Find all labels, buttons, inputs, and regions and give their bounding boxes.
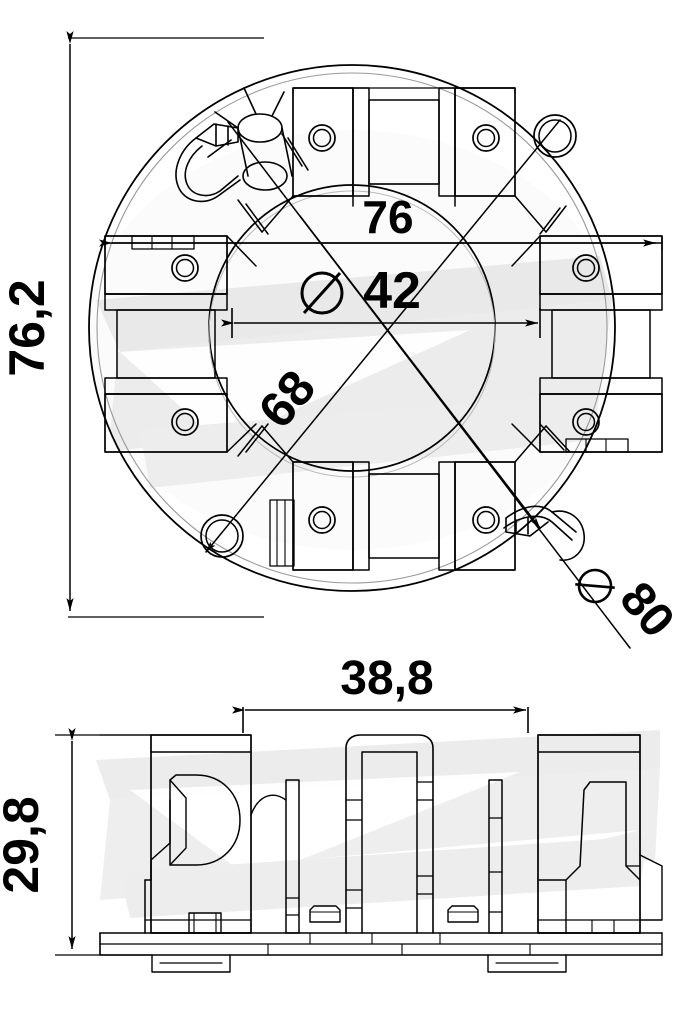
dimension-38-8-label: 38,8 bbox=[340, 652, 433, 705]
dimension-38-8 bbox=[232, 706, 529, 733]
dim-line-80 bbox=[227, 121, 631, 649]
plan-view bbox=[88, 64, 663, 649]
diagonal-dimension-lines bbox=[205, 119, 631, 649]
elevation-pad-2 bbox=[447, 905, 479, 923]
mounting-hole-bottom-left bbox=[200, 514, 244, 558]
elevation-pad-1 bbox=[309, 905, 341, 923]
dim-line-68 bbox=[205, 119, 561, 553]
dimension-42-label: 42 bbox=[363, 262, 421, 320]
brush-holder-bottom bbox=[261, 425, 547, 571]
dimension-29-8-label: 29,8 bbox=[0, 796, 49, 893]
central-bore-circle-faint bbox=[208, 190, 496, 478]
diameter-symbol-80 bbox=[575, 568, 615, 604]
elevation-block-right bbox=[537, 734, 663, 934]
dimension-76 bbox=[99, 236, 663, 250]
elevation-u-bracket bbox=[345, 734, 434, 934]
brush-holder-top bbox=[261, 87, 547, 233]
outer-body-circle bbox=[88, 64, 616, 592]
reference-circle-inner bbox=[96, 72, 608, 584]
watermark-elevation bbox=[96, 730, 660, 918]
tab-detail-top-left bbox=[175, 123, 241, 203]
base-plate bbox=[99, 932, 663, 973]
elevation-block-left bbox=[144, 734, 252, 934]
dimension-42 bbox=[221, 308, 541, 338]
dimension-29-8 bbox=[55, 728, 151, 956]
elevation-fin-2 bbox=[488, 779, 503, 934]
watermark-plan bbox=[89, 130, 615, 550]
dimension-76-label: 76 bbox=[362, 191, 413, 243]
dim-line-80-arrow bbox=[299, 215, 541, 529]
dimension-76-2-label: 76,2 bbox=[0, 279, 55, 376]
dimension-76-2 bbox=[66, 31, 264, 618]
brush-holder-left bbox=[104, 235, 257, 453]
elevation-fin-1 bbox=[250, 779, 300, 934]
diameter-symbol-42 bbox=[300, 271, 344, 315]
spoke-arms bbox=[237, 199, 571, 457]
mounting-hole-top-right bbox=[533, 114, 577, 158]
tab-detail-bottom-right bbox=[503, 505, 585, 561]
elevation-view bbox=[99, 734, 663, 973]
